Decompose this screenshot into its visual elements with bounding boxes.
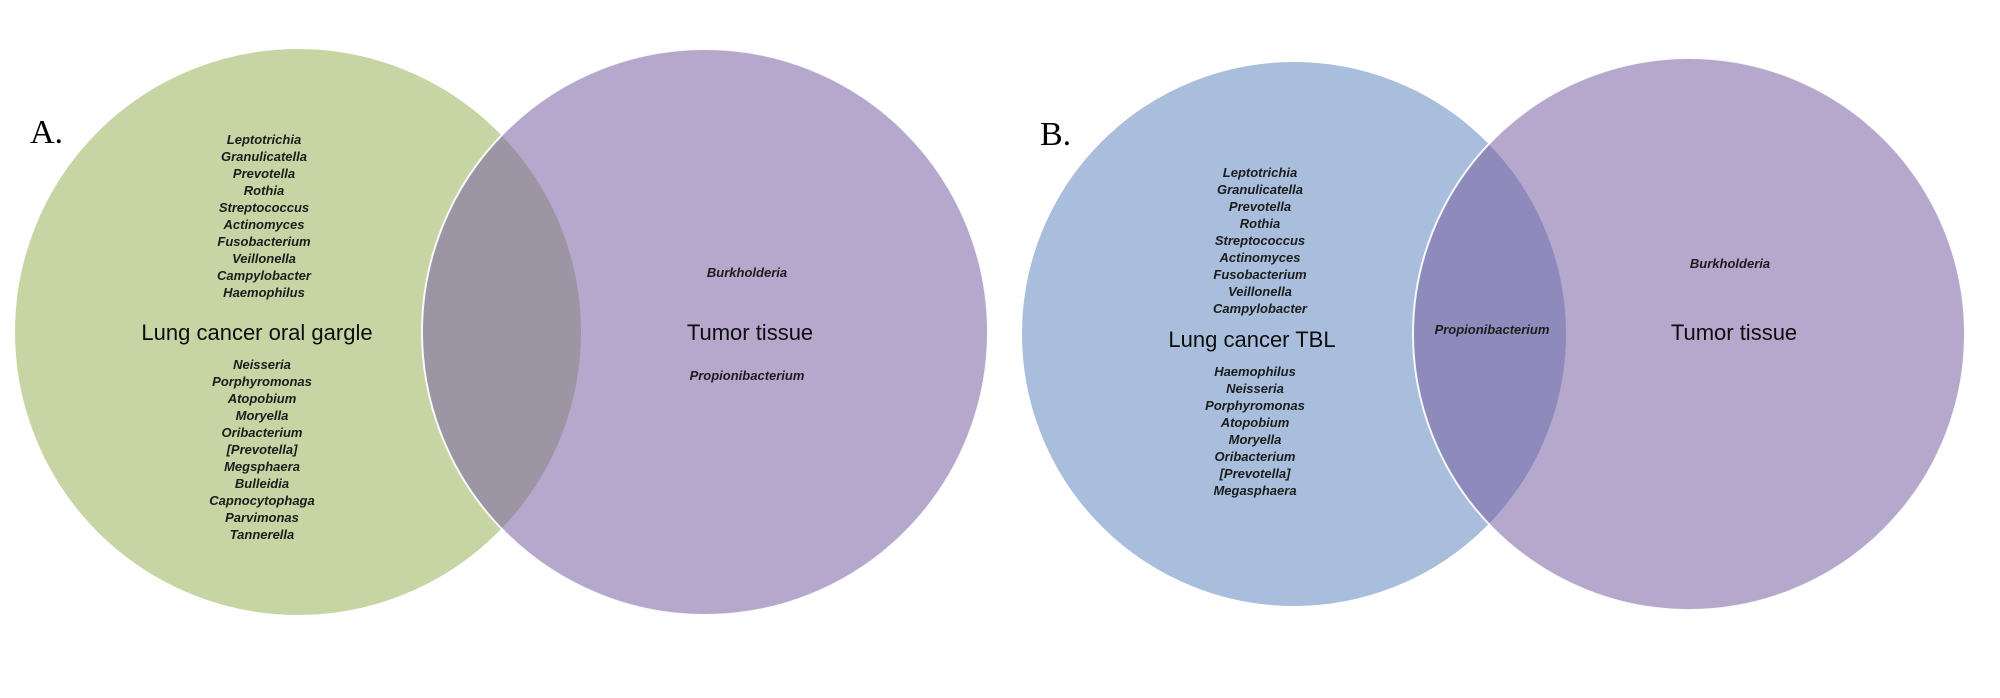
genus-item: Veillonella	[1228, 284, 1292, 299]
genus-item: Prevotella	[232, 166, 296, 181]
genus-item: Haemophilus	[1214, 364, 1296, 379]
genus-item: Leptotrichia	[226, 132, 302, 147]
genus-item: Prevotella	[1228, 199, 1292, 214]
tumor-tissue-b-genus-list-top: Burkholderia	[1690, 255, 1770, 272]
genus-item: Neisseria	[233, 357, 291, 372]
genus-item: Oribacterium	[1214, 449, 1296, 464]
tumor-tissue-a-genus-list-top: Burkholderia	[707, 264, 787, 281]
genus-item: Neisseria	[1226, 381, 1284, 396]
genus-item: Rothia	[243, 183, 285, 198]
genus-item: Granulicatella	[1217, 182, 1303, 197]
genus-item: Veillonella	[232, 251, 296, 266]
genus-item: Capnocytophaga	[209, 493, 315, 508]
genus-item: Megsphaera	[224, 459, 300, 474]
genus-item: Bulleidia	[234, 476, 290, 491]
genus-item: Campylobacter	[217, 268, 311, 283]
genus-item: Atopobium	[227, 391, 297, 406]
tbl-circle-title: Lung cancer TBL	[1168, 327, 1336, 352]
genus-item: Actinomyces	[223, 217, 305, 232]
genus-item: Rothia	[1239, 216, 1281, 231]
genus-item: [Prevotella]	[226, 442, 298, 457]
genus-item: Streptococcus	[1214, 233, 1306, 248]
tumor-tissue-b-circle-title: Tumor tissue	[1670, 320, 1798, 345]
genus-item: Campylobacter	[1213, 301, 1307, 316]
genus-item: Atopobium	[1220, 415, 1290, 430]
genus-item: Propionibacterium	[1434, 322, 1550, 337]
tumor-tissue-a-genus-list-bottom: Propionibacterium	[690, 367, 805, 384]
genus-item: Burkholderia	[706, 265, 788, 280]
genus-item: Propionibacterium	[689, 368, 805, 383]
genus-item: Moryella	[235, 408, 289, 423]
genus-item: Fusobacterium	[1213, 267, 1307, 282]
genus-item: Tannerella	[229, 527, 295, 542]
panel-a-label: A.	[30, 114, 64, 151]
tumor-tissue-a-circle-title: Tumor tissue	[686, 320, 814, 345]
genus-item: Streptococcus	[218, 200, 310, 215]
tumor-tissue-circle-a	[421, 48, 989, 616]
genus-item: Parvimonas	[225, 510, 299, 525]
tumor-tissue-circle-b	[1412, 57, 1966, 611]
genus-item: Actinomyces	[1219, 250, 1301, 265]
intersection-b-genus-list: Propionibacterium	[1435, 321, 1550, 338]
genus-item: Moryella	[1228, 432, 1282, 447]
genus-item: Leptotrichia	[1222, 165, 1298, 180]
genus-item: Porphyromonas	[212, 374, 312, 389]
oral-gargle-circle-title: Lung cancer oral gargle	[141, 320, 373, 345]
genus-item: Fusobacterium	[217, 234, 311, 249]
genus-item: Megasphaera	[1213, 483, 1297, 498]
genus-item: Granulicatella	[221, 149, 307, 164]
genus-item: Haemophilus	[223, 285, 305, 300]
genus-item: Burkholderia	[1689, 256, 1771, 271]
genus-item: [Prevotella]	[1219, 466, 1291, 481]
genus-item: Porphyromonas	[1205, 398, 1305, 413]
panel-b-label: B.	[1040, 116, 1072, 153]
genus-item: Oribacterium	[221, 425, 303, 440]
